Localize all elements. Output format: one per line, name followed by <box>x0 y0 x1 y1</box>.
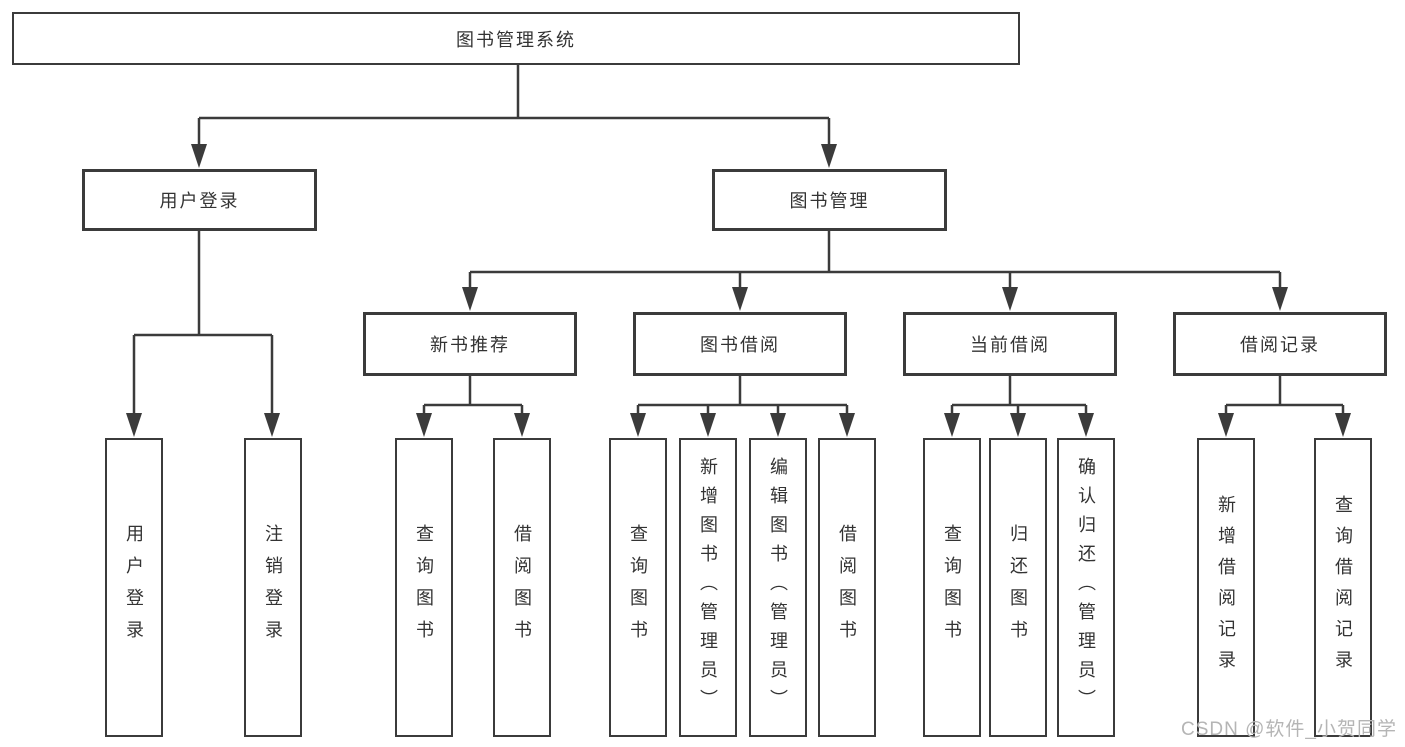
node-user-login-label: 用户登录 <box>159 191 240 211</box>
node-book-management-label: 图书管理 <box>789 191 870 211</box>
leaf-query-books-current: 查询图书 <box>923 438 981 737</box>
leaf-borrow-books-recommend: 借阅图书 <box>493 438 551 737</box>
leaf-query-books-current-label: 查询图书 <box>942 523 962 652</box>
node-borrow-records-label: 借阅记录 <box>1240 335 1320 355</box>
leaf-borrow-books-borrow-label: 借阅图书 <box>837 523 857 652</box>
node-book-management: 图书管理 <box>712 169 947 231</box>
leaf-query-books-recommend-label: 查询图书 <box>414 523 434 652</box>
connector-book-management-to-level3 <box>462 231 1288 311</box>
leaf-borrow-books-borrow: 借阅图书 <box>818 438 876 737</box>
node-new-book-recommend: 新书推荐 <box>363 312 577 376</box>
leaf-query-books-recommend: 查询图书 <box>395 438 453 737</box>
leaf-confirm-return-admin: 确认归还（管理员） <box>1057 438 1115 737</box>
leaf-add-book-admin-label: 新增图书（管理员） <box>698 457 718 718</box>
leaf-edit-book-admin-label: 编辑图书（管理员） <box>768 457 788 718</box>
node-book-borrow: 图书借阅 <box>633 312 847 376</box>
leaf-logout: 注销登录 <box>244 438 302 737</box>
leaf-user-login-label: 用户登录 <box>124 523 144 652</box>
node-book-borrow-label: 图书借阅 <box>700 335 780 355</box>
node-borrow-records: 借阅记录 <box>1173 312 1387 376</box>
leaf-confirm-return-admin-label: 确认归还（管理员） <box>1076 457 1096 718</box>
node-current-borrow-label: 当前借阅 <box>970 335 1050 355</box>
node-new-book-recommend-label: 新书推荐 <box>430 335 510 355</box>
leaf-add-borrow-record: 新增借阅记录 <box>1197 438 1255 737</box>
connector-current-borrow-to-leaves <box>944 376 1094 437</box>
leaf-return-book-label: 归还图书 <box>1008 523 1028 652</box>
node-root-label: 图书管理系统 <box>456 29 576 50</box>
csdn-watermark: CSDN @软件_小贺同学 <box>1181 719 1397 740</box>
leaf-logout-label: 注销登录 <box>263 523 283 652</box>
leaf-add-borrow-record-label: 新增借阅记录 <box>1216 494 1236 681</box>
leaf-query-borrow-record-label: 查询借阅记录 <box>1333 494 1353 681</box>
leaf-query-borrow-record: 查询借阅记录 <box>1314 438 1372 737</box>
node-user-login: 用户登录 <box>82 169 317 231</box>
leaf-add-book-admin: 新增图书（管理员） <box>679 438 737 737</box>
leaf-edit-book-admin: 编辑图书（管理员） <box>749 438 807 737</box>
connector-book-borrow-to-leaves <box>630 376 855 437</box>
connector-user-login-to-leaves <box>126 231 280 437</box>
leaf-query-books-borrow: 查询图书 <box>609 438 667 737</box>
leaf-return-book: 归还图书 <box>989 438 1047 737</box>
connector-new-book-rec-to-leaves <box>416 376 530 437</box>
connector-borrow-records-to-leaves <box>1218 376 1351 437</box>
leaf-query-books-borrow-label: 查询图书 <box>628 523 648 652</box>
leaf-user-login: 用户登录 <box>105 438 163 737</box>
node-root-library-management-system: 图书管理系统 <box>12 12 1020 65</box>
leaf-borrow-books-recommend-label: 借阅图书 <box>512 523 532 652</box>
connector-root-to-level2 <box>191 65 837 168</box>
node-current-borrow: 当前借阅 <box>903 312 1117 376</box>
